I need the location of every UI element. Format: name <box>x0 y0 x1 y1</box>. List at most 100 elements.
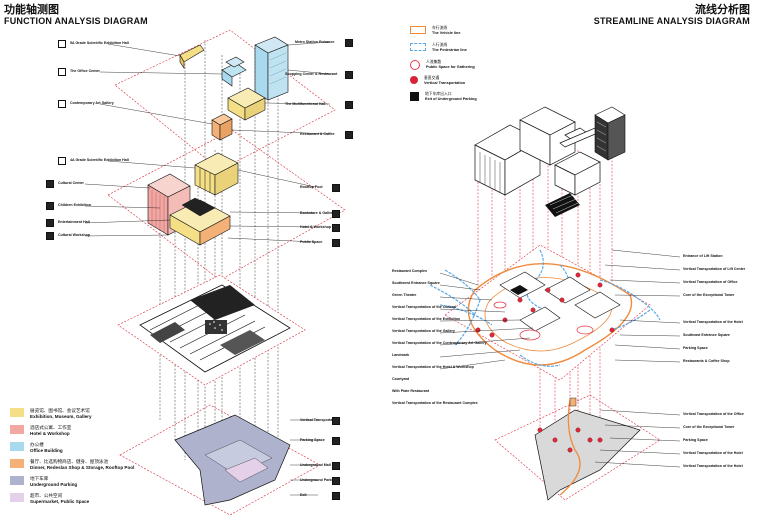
label-parking-space: Parking Space <box>300 438 325 442</box>
label-courtyard: Courtyard <box>392 377 410 381</box>
label-hotel-workshop-transport: Vertical Transportation of the Hotel & W… <box>392 365 474 369</box>
people-icon <box>332 239 340 247</box>
label-contemporary-transport: Vertical Transportation of the Contempor… <box>392 341 487 345</box>
legend-en: Public Space for Gathering <box>426 64 475 69</box>
label-parking-b1: Parking Space <box>683 438 708 442</box>
label-underground-mall: Underground Mall <box>300 463 331 467</box>
hall-icon <box>345 101 353 109</box>
workshop-icon <box>46 232 54 240</box>
legend-cn: 人流集散 <box>426 60 442 64</box>
right-title-cn: 流线分析图 <box>695 4 750 16</box>
legend-en: Dinner, Redeslan Shop & Storage, Rooftop… <box>30 464 135 470</box>
legend-en: Exit of Underground Parking <box>425 96 477 101</box>
book-icon <box>332 210 340 218</box>
label-restaurant-complex: Restaurant Complex <box>392 269 427 273</box>
culture-icon <box>46 180 54 188</box>
legend-cn: 地下车库 <box>30 476 49 481</box>
legend-cn: 办公楼 <box>30 442 44 447</box>
label-hotel-transport-b2: Vertical Transportation of the Hotel <box>683 464 743 468</box>
label-entertainment-hall: Entertainment Hall <box>58 220 90 224</box>
label-office-transport: Vertical Transportation of Office <box>683 280 738 284</box>
label-restaurants: Restaurants & Coffee Shop <box>683 359 730 363</box>
legend-cn: 酒店式公寓、工作室 <box>30 425 72 430</box>
legend-en: Underground Parking <box>30 481 78 487</box>
label-cultural-center: Cultural Center <box>58 181 84 185</box>
parking-exit-icon <box>410 92 419 101</box>
gathering-swatch <box>410 60 420 70</box>
label-hotel-transport: Vertical Transportation of the Hotel <box>683 320 743 324</box>
legend-en: Supermarket, Public Space <box>30 498 90 504</box>
label-parking: Parking Space <box>683 346 708 350</box>
label-plate-restaurant: With Plate Restaurant <box>392 389 430 393</box>
children-icon <box>46 202 54 210</box>
office-icon <box>58 68 66 76</box>
left-title-en: FUNCTION ANALYSIS DIAGRAM <box>4 16 148 26</box>
pedestrian-line-swatch <box>410 43 426 51</box>
legend-en: The Pedestrian line <box>432 47 467 52</box>
legend-cn: 垂直交通 <box>424 76 440 80</box>
legend-cn: 地下车库出入口 <box>425 92 452 96</box>
label-exhibition-hall-5a: 5A Grade Scientific Exhibition Hall <box>70 41 129 45</box>
elevator-icon <box>332 417 340 425</box>
label-restaurant-coffee: Restaurant & Coffee <box>300 132 335 136</box>
label-southeast-square: Southeast Entrance Square <box>683 333 730 337</box>
label-shopping-center: Shopping Center & Restaurant <box>285 72 338 76</box>
entertainment-icon <box>46 219 54 227</box>
legend-swatch <box>10 476 24 485</box>
legend-swatch <box>10 459 24 468</box>
upper-slab <box>114 29 336 171</box>
label-landmark: Landmark <box>392 353 410 357</box>
label-gallery-transport: Vertical Transportation of the Gallery <box>392 329 455 333</box>
legend-en: Hotel & Workshop <box>30 430 70 436</box>
label-tower-core-b1: Core of the Exceptional Tower <box>683 425 735 429</box>
label-lift-entrance: Entrance of Lift Station <box>683 254 723 258</box>
label-cultural-workshop: Cultural Workshop <box>58 233 91 237</box>
pool-icon <box>332 184 340 192</box>
hotel-icon <box>332 224 340 232</box>
legend-swatch <box>10 425 24 434</box>
label-vertical-transport: Vertical Transportation <box>300 418 339 422</box>
label-underground-parking: Underground Parking <box>300 478 337 482</box>
label-bookstore: Bookstore & Gallery <box>300 211 335 215</box>
label-hotel-workshop: Hotel & Workshop <box>300 225 332 229</box>
mall-icon <box>332 462 340 470</box>
shopping-icon <box>345 71 353 79</box>
legend-en: The Vehicle line <box>432 30 461 35</box>
metro-icon <box>345 39 353 47</box>
legend-en: Vertical Transportation <box>424 80 466 85</box>
label-exhibition-hall-4a: 4A Grade Scientific Exhibition Hall <box>70 158 129 162</box>
legend-en: Office Building <box>30 447 63 453</box>
label-office-transport-b1: Vertical Transportation of the Office <box>683 412 744 416</box>
parking-icon <box>332 437 340 445</box>
label-children-exhibition: Children Exhibition <box>58 203 91 207</box>
vertical-transport-swatch <box>410 76 418 84</box>
car-icon <box>332 477 340 485</box>
vehicle-line-swatch <box>410 26 426 34</box>
underground-slab <box>119 404 321 516</box>
label-rooftop-pool: Rooftop Pool <box>300 185 323 189</box>
exit-icon <box>332 492 340 500</box>
label-green-theatre: Green Theatre <box>392 293 417 297</box>
legend-cn: 展览馆、图书馆、会议艺术馆 <box>30 408 90 413</box>
streamline-diagram <box>429 106 681 501</box>
label-office-center: The Office Center <box>70 69 100 73</box>
label-exit: Exit <box>300 493 307 497</box>
legend-cn: 人行流线 <box>432 43 448 47</box>
legend-en: Exhibition, Museum, Gallery <box>30 413 92 419</box>
coffee-icon <box>345 131 353 139</box>
legend-cn: 车行流线 <box>432 26 448 30</box>
legend-swatch <box>10 493 24 502</box>
right-title-en: STREAMLINE ANALYSIS DIAGRAM <box>593 16 750 26</box>
